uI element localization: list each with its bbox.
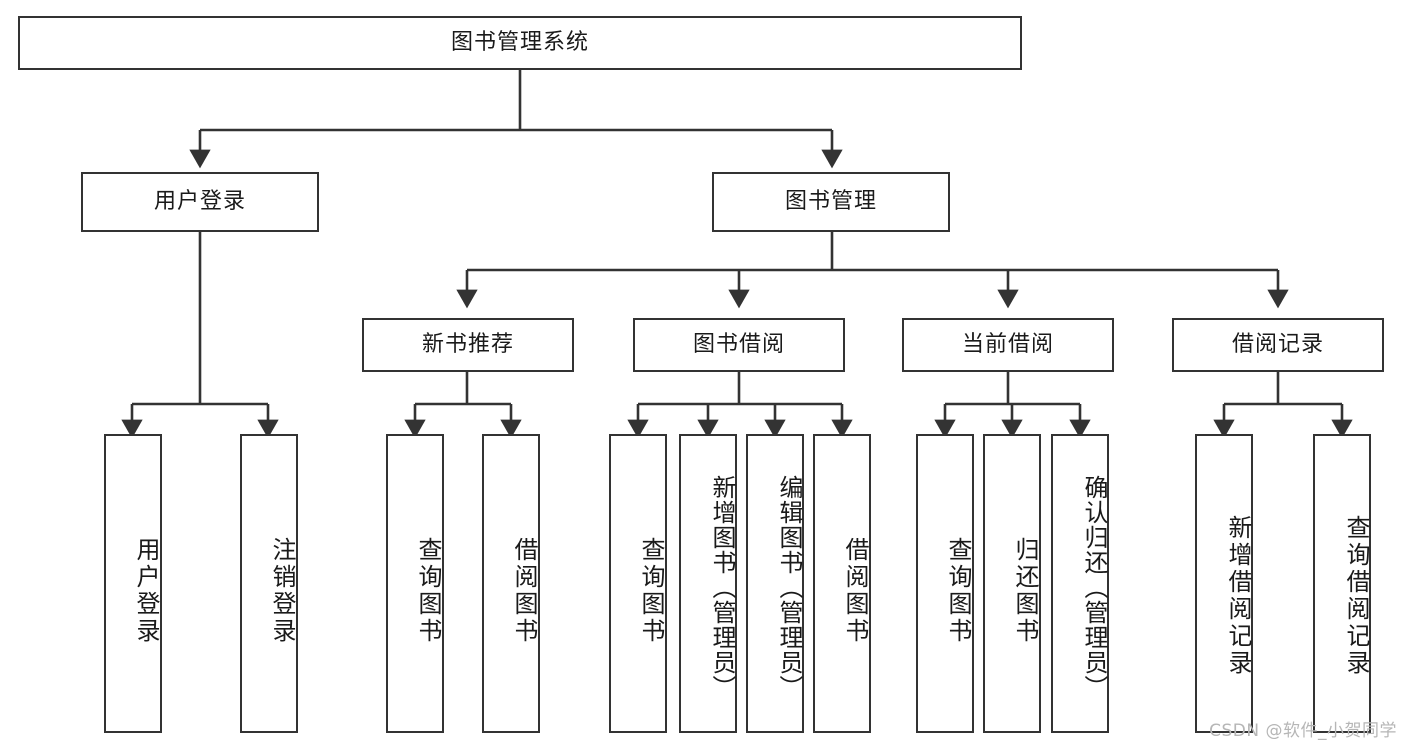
node-leaf-borrow-book-borrow-label: 借阅图书 [841,536,869,645]
node-leaf-edit-book-admin-label: 编辑图书（管理员） [775,475,803,700]
node-leaf-logout-login-label: 注销登录 [268,536,296,645]
node-leaf-add-book-admin-label: 新增图书（管理员） [708,475,736,700]
node-current-borrow[interactable]: 当前借阅 [902,318,1114,372]
node-leaf-query-book-current-label: 查询图书 [944,536,972,645]
node-leaf-query-book-current[interactable]: 查询图书 [916,434,974,733]
node-borrow-record-label: 借阅记录 [1231,331,1324,357]
node-leaf-user-login-label: 用户登录 [132,536,160,645]
node-leaf-logout-login[interactable]: 注销登录 [240,434,298,733]
node-book-manage-label: 图书管理 [784,188,877,214]
node-leaf-add-book-admin[interactable]: 新增图书（管理员） [679,434,737,733]
node-leaf-borrow-book-rec[interactable]: 借阅图书 [482,434,540,733]
node-root-system[interactable]: 图书管理系统 [18,16,1022,70]
node-leaf-add-borrow-record-label: 新增借阅记录 [1224,514,1252,677]
node-new-book-recommend[interactable]: 新书推荐 [362,318,574,372]
node-root-system-label: 图书管理系统 [450,29,589,55]
node-leaf-edit-book-admin[interactable]: 编辑图书（管理员） [746,434,804,733]
node-leaf-borrow-book-borrow[interactable]: 借阅图书 [813,434,871,733]
node-book-borrow[interactable]: 图书借阅 [633,318,845,372]
node-borrow-record[interactable]: 借阅记录 [1172,318,1384,372]
node-book-manage[interactable]: 图书管理 [712,172,950,232]
node-leaf-borrow-book-rec-label: 借阅图书 [510,536,538,645]
node-leaf-user-login[interactable]: 用户登录 [104,434,162,733]
node-leaf-query-borrow-record-label: 查询借阅记录 [1342,514,1370,677]
csdn-watermark: CSDN @软件_小贺同学 [1209,721,1397,741]
node-leaf-confirm-return-admin-label: 确认归还（管理员） [1080,475,1108,700]
node-leaf-add-borrow-record[interactable]: 新增借阅记录 [1195,434,1253,733]
node-leaf-query-book-borrow[interactable]: 查询图书 [609,434,667,733]
node-user-login[interactable]: 用户登录 [81,172,319,232]
node-leaf-return-book-label: 归还图书 [1011,536,1039,645]
node-leaf-query-book-rec[interactable]: 查询图书 [386,434,444,733]
node-leaf-query-book-borrow-label: 查询图书 [637,536,665,645]
node-leaf-query-book-rec-label: 查询图书 [414,536,442,645]
node-leaf-return-book[interactable]: 归还图书 [983,434,1041,733]
node-user-login-label: 用户登录 [153,188,246,214]
node-book-borrow-label: 图书借阅 [692,331,785,357]
node-current-borrow-label: 当前借阅 [961,331,1054,357]
node-new-book-recommend-label: 新书推荐 [421,331,514,357]
node-leaf-query-borrow-record[interactable]: 查询借阅记录 [1313,434,1371,733]
node-leaf-confirm-return-admin[interactable]: 确认归还（管理员） [1051,434,1109,733]
